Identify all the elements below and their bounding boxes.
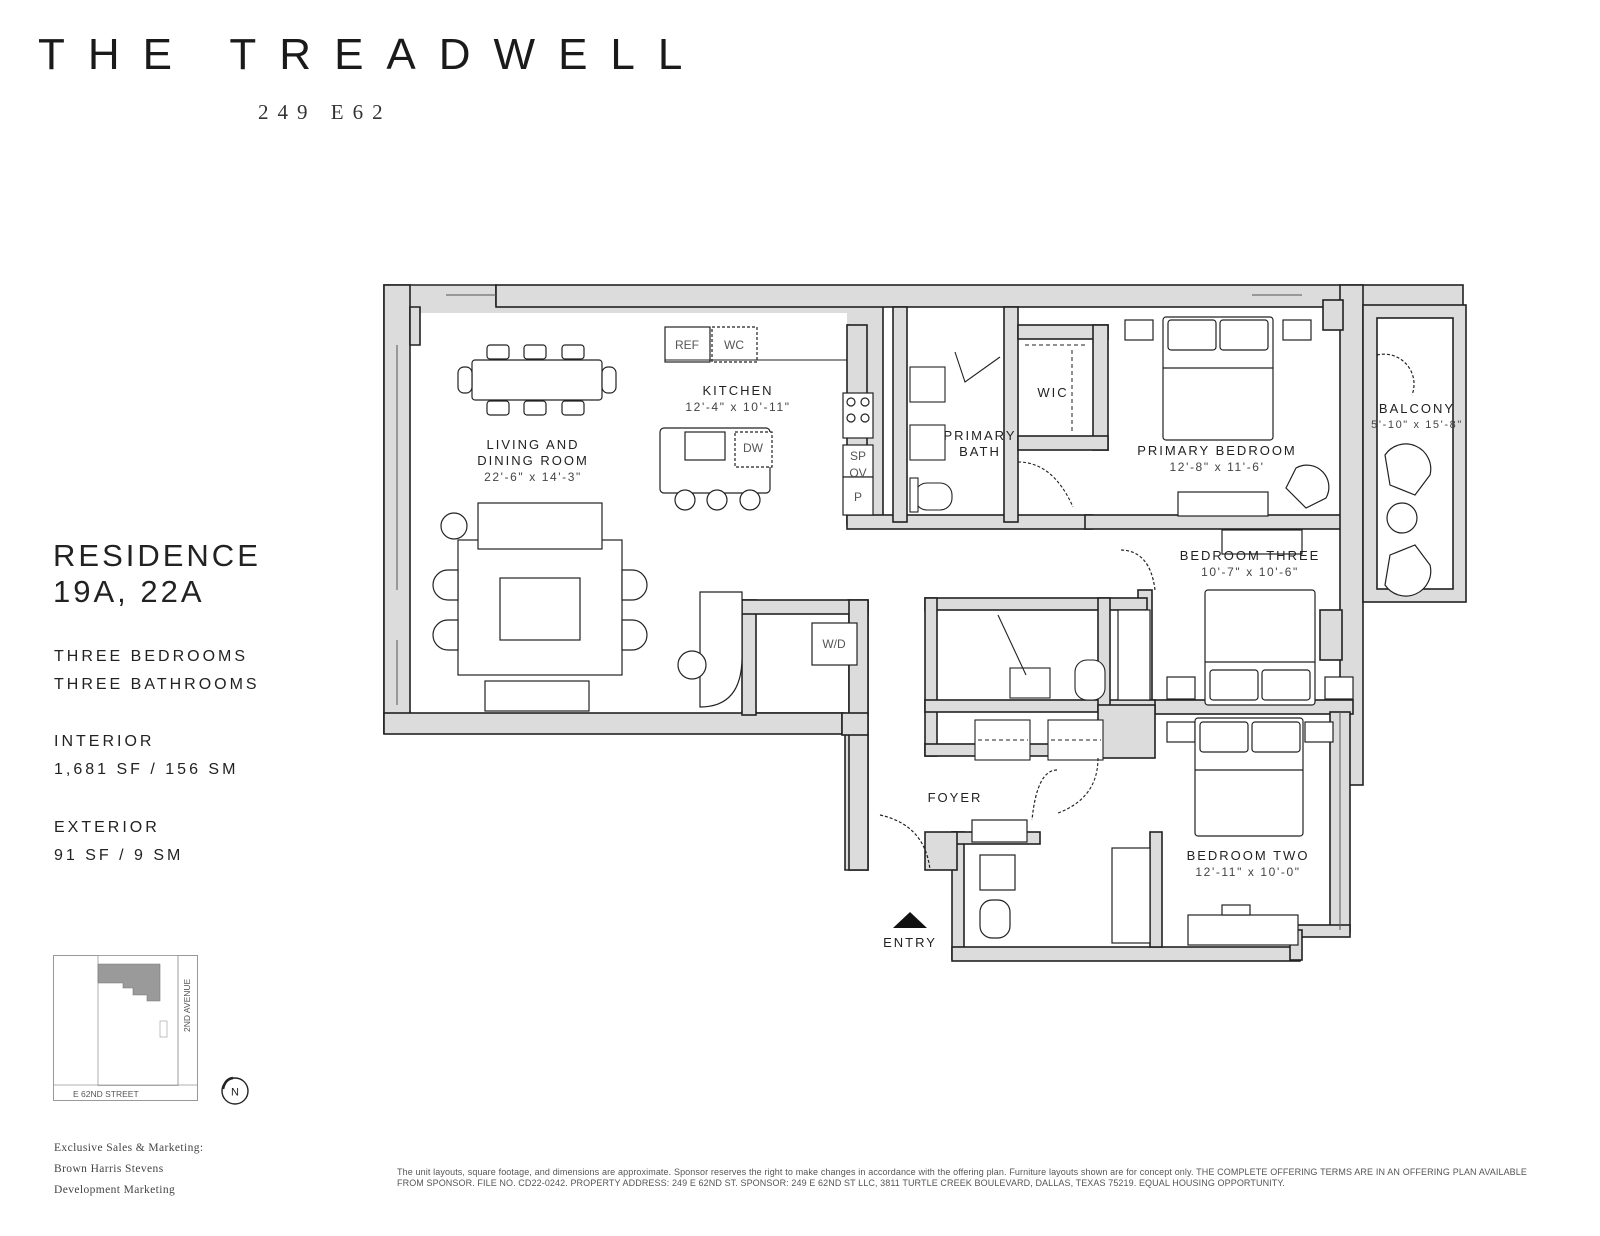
credits-line-2: Brown Harris Stevens: [54, 1163, 164, 1175]
residence-units: 19A, 22A: [53, 574, 205, 609]
bedroom-count: THREE BEDROOMS: [54, 648, 249, 665]
living-room-label-1: LIVING AND: [487, 437, 580, 452]
interior-value: 1,681 SF / 156 SM: [54, 761, 239, 778]
balcony-furniture: [1376, 353, 1432, 597]
bedroom-three-label: BEDROOM THREE: [1180, 548, 1321, 563]
primary-bedroom-dimensions: 12'-8" x 11'-6': [1170, 460, 1265, 474]
north-arrow-icon: N: [221, 1076, 249, 1105]
primary-bath-label-1: PRIMARY: [944, 428, 1017, 443]
exterior-label: EXTERIOR: [54, 819, 160, 836]
living-furniture: [432, 344, 743, 712]
fixture-wd: W/D: [822, 637, 846, 651]
foyer-fixtures: [811, 622, 1058, 871]
interior-label: INTERIOR: [54, 733, 155, 750]
brand-address: 249 E62: [258, 100, 392, 124]
entry-label: ENTRY: [883, 935, 937, 950]
legal-disclaimer: The unit layouts, square footage, and di…: [397, 1167, 1527, 1188]
primary-bedroom-furniture: [1124, 316, 1330, 517]
credits-line-1: Exclusive Sales & Marketing:: [54, 1142, 204, 1154]
sales-credits: Exclusive Sales & Marketing: Brown Harri…: [54, 1138, 204, 1201]
entry-arrow-icon: [893, 912, 927, 928]
wic-closet: [1025, 344, 1087, 432]
balcony-dimensions: 5'-10" x 15'-8": [1371, 419, 1463, 431]
primary-bedroom-label: PRIMARY BEDROOM: [1137, 443, 1297, 458]
fixture-ref: REF: [675, 338, 699, 352]
key-plan: E 62ND STREET 2ND AVENUE: [53, 955, 198, 1101]
key-plan-street: E 62ND STREET: [73, 1089, 139, 1099]
room-count: THREE BEDROOMS THREE BATHROOMS: [54, 643, 260, 699]
fixture-dw: DW: [743, 441, 764, 455]
wic-label: WIC: [1037, 385, 1068, 400]
brand-name: THE TREADWELL: [38, 30, 706, 79]
interior-area: INTERIOR 1,681 SF / 156 SM: [54, 728, 238, 784]
fixture-ov: OV: [849, 466, 866, 480]
bedroom-three-furniture: [1117, 529, 1354, 706]
bedroom-two-dimensions: 12'-11" x 10'-0": [1195, 865, 1300, 879]
balcony-label: BALCONY: [1379, 401, 1455, 416]
bedroom-two-label: BEDROOM TWO: [1187, 848, 1310, 863]
bedroom-three-dimensions: 10'-7" x 10'-6": [1201, 565, 1299, 579]
kitchen-dimensions: 12'-4" x 10'-11": [685, 400, 790, 414]
kitchen-fixtures: [659, 326, 874, 516]
exterior-area: EXTERIOR 91 SF / 9 SM: [54, 814, 183, 870]
fixture-sp: SP: [850, 449, 866, 463]
second-bath-fixtures: [974, 614, 1106, 814]
living-room-dimensions: 22'-6" x 14'-3": [484, 470, 582, 484]
credits-line-3: Development Marketing: [54, 1184, 176, 1196]
foyer-label: FOYER: [928, 790, 983, 805]
primary-bath-label-2: BATH: [959, 444, 1001, 459]
key-plan-avenue: 2ND AVENUE: [182, 978, 192, 1032]
kitchen-label: KITCHEN: [702, 383, 773, 398]
compass-label: N: [231, 1087, 239, 1099]
residence-heading: RESIDENCE 19A, 22A: [53, 538, 261, 610]
fixture-wc: WC: [724, 338, 744, 352]
residence-title: RESIDENCE: [53, 538, 261, 573]
exterior-value: 91 SF / 9 SM: [54, 847, 184, 864]
bedroom-two-furniture: [979, 717, 1334, 946]
key-plan-unit-highlight: [97, 963, 161, 1002]
living-room-label-2: DINING ROOM: [477, 453, 589, 468]
fixture-p: P: [854, 490, 862, 504]
primary-bath-fixtures: [909, 351, 1074, 513]
windows: [396, 294, 1341, 930]
bathroom-count: THREE BATHROOMS: [54, 676, 260, 693]
